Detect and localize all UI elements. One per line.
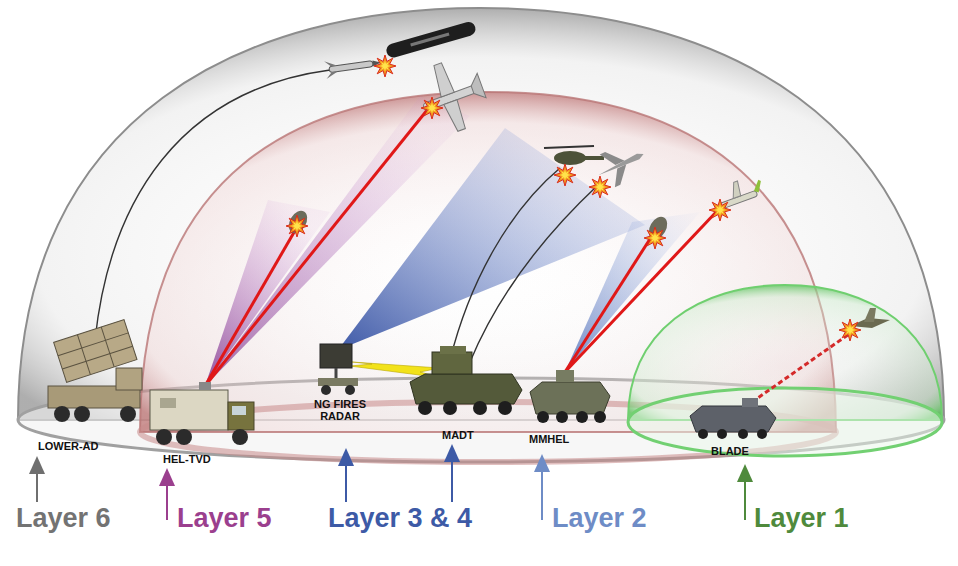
laser-stryker [530, 370, 610, 423]
laser-cone [205, 200, 330, 386]
layer-pointer [451, 452, 453, 502]
intercept-burst [554, 164, 576, 186]
laser-beam [752, 332, 852, 402]
mortar-round [285, 208, 311, 237]
intercept-burst [644, 227, 666, 249]
layer-pointer [541, 462, 543, 520]
layer-label: Layer 2 [552, 504, 647, 534]
missile-stryker [410, 346, 522, 415]
cruise-missile [385, 20, 477, 59]
intercept-burst [839, 319, 861, 341]
launcher-truck [48, 320, 142, 422]
system-label: HEL-TVD [163, 453, 211, 465]
layer-label: Layer 1 [754, 504, 849, 534]
system-label: NG FIRES RADAR [310, 398, 370, 422]
intercept-burst [589, 176, 611, 198]
intercept-burst [709, 199, 731, 221]
radar-trailer [318, 344, 358, 395]
laser-truck [150, 382, 254, 445]
layer-pointer [744, 472, 746, 520]
system-label: BLADE [711, 445, 749, 457]
short-range-dome-base [628, 388, 942, 456]
laser-beam [205, 104, 432, 386]
blade-stryker [690, 398, 776, 439]
intercept-burst [374, 55, 396, 77]
layer-pointer [166, 476, 168, 520]
system-label: MADT [442, 429, 474, 441]
intercept-burst [286, 215, 308, 237]
layer-label: Layer 3 & 4 [328, 504, 472, 534]
layer-pointer [36, 464, 38, 502]
helicopter [544, 146, 604, 165]
laser-cone [565, 212, 700, 372]
layer-label: Layer 6 [16, 504, 111, 534]
layer-pointer [345, 456, 347, 502]
missile-trail [95, 70, 330, 340]
missile-trail [450, 168, 560, 360]
inner-dome-base [140, 402, 836, 462]
intercept-burst [421, 97, 443, 119]
system-label: MMHEL [529, 433, 569, 445]
missile-trail [470, 185, 598, 362]
system-label: LOWER-AD [38, 440, 99, 452]
layer-label: Layer 5 [177, 504, 272, 534]
laser-beam [205, 222, 300, 386]
drone [411, 53, 493, 140]
laser-beam [565, 228, 657, 372]
laser-beam [565, 210, 718, 372]
